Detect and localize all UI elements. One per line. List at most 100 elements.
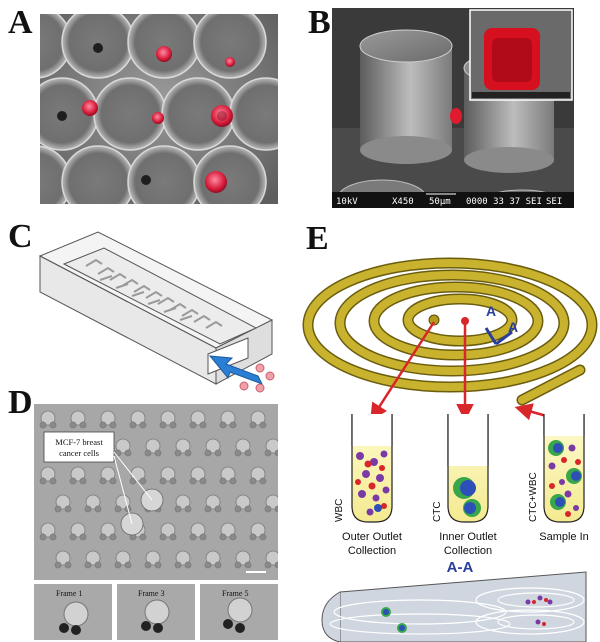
trap-post [189,533,197,541]
panel-label-c: C [8,218,33,255]
trap-post [199,421,207,429]
tube-label-ctc: CTC [432,501,443,522]
trap-post [229,477,237,485]
frame-3-label: Frame 3 [138,589,164,598]
trap-site [220,466,236,482]
panel-label-a: A [8,4,33,41]
trap-post [84,561,92,569]
trap-site [235,438,251,454]
trap-post [64,561,72,569]
trap-post [204,561,212,569]
callout-box [43,431,115,463]
panel-a-sem-image [40,14,278,204]
panel-e-spiral-device: A A WBC CTC CTC+WBC Ou [302,257,598,642]
trap-site [205,550,221,566]
trap-post [39,533,47,541]
trap-post [39,477,47,485]
panel-c-device-schematic [38,231,275,393]
trap-post [214,561,222,569]
trap-site [250,522,266,538]
frame-3: Frame 3 [117,584,195,640]
trap-post [94,505,102,513]
trap-site [190,522,206,538]
trap-site [175,550,191,566]
trap-post [229,533,237,541]
trap-post [114,505,122,513]
inset-zoom [469,9,573,101]
trap-site [160,466,176,482]
trap-post [259,477,267,485]
trap-post [184,449,192,457]
trap-post [214,449,222,457]
frame-5-label: Frame 5 [222,589,248,598]
trap-post [64,505,72,513]
trap-post [139,477,147,485]
trap-post [174,449,182,457]
trap-site [145,438,161,454]
trap-site [70,466,86,482]
trap-post [99,477,107,485]
trap-post [69,477,77,485]
trap-post [99,421,107,429]
callout-line-2: cancer cells [59,448,99,458]
micropillar-left [359,29,453,164]
trap-post [234,561,242,569]
trap-post [264,449,272,457]
trap-post [144,449,152,457]
trap-post [169,533,177,541]
trap-post [219,421,227,429]
trap-site [175,438,191,454]
trap-post [249,533,257,541]
trap-post [259,421,267,429]
trap-post [184,561,192,569]
trap-post [204,449,212,457]
trap-post [264,505,272,513]
trap-post [124,561,132,569]
panel-d-micrograph: MCF-7 breast cancer cells [34,404,278,580]
trap-post [159,533,167,541]
trap-site [40,410,56,426]
trap-site [190,410,206,426]
trap-post [274,449,278,457]
callout-line-1: MCF-7 breast [55,437,103,447]
tube-sample-in [543,414,585,523]
trap-post [264,561,272,569]
tube-outer-outlet [351,414,393,523]
caption-sample-in: Sample In [539,531,589,543]
trap-site [265,550,278,566]
trap-post [79,533,87,541]
section-marker-a1: A [486,303,496,319]
spiral-channel [302,257,598,406]
trap-site [190,466,206,482]
trap-post [159,477,167,485]
pillar-array [85,258,223,329]
trapped-cell [450,108,462,124]
sem-voltage: 10kV [336,197,358,207]
trap-post [219,477,227,485]
trap-post [274,561,278,569]
trap-post [54,561,62,569]
trap-site [70,522,86,538]
tube-label-wbc: WBC [334,499,345,522]
trap-site [130,410,146,426]
trap-post [249,477,257,485]
trap-post [244,505,252,513]
panel-d-frames: Frame 1 Frame 3 Frame 5 [34,584,278,640]
trap-post [124,449,132,457]
trap-post [154,449,162,457]
svg-text:SEI: SEI [546,197,562,207]
trap-post [144,561,152,569]
trap-post [174,561,182,569]
trap-post [169,477,177,485]
tube-label-ctc-wbc: CTC+WBC [528,472,539,522]
panel-label-d: D [8,384,33,421]
trap-post [139,421,147,429]
captured-cells [82,46,235,193]
trap-post [49,477,57,485]
trap-site [100,522,116,538]
trap-site [85,494,101,510]
trap-post [169,421,177,429]
trap-post [54,505,62,513]
trap-post [274,505,278,513]
section-title: A-A [447,559,474,576]
